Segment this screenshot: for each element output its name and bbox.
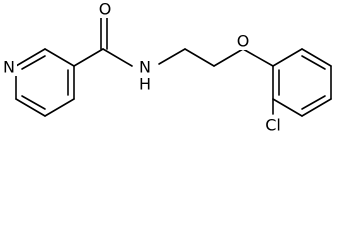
- bond: [213, 48, 244, 67]
- amide-group: [73, 15, 133, 67]
- bond: [44, 48, 75, 67]
- bond: [21, 55, 46, 70]
- bond: [44, 98, 75, 117]
- ethylene-linker: [158, 48, 244, 67]
- bond: [301, 98, 332, 117]
- bond: [301, 55, 326, 70]
- bond: [73, 48, 104, 67]
- bond: [272, 98, 303, 117]
- chlorine-label: Cl: [265, 116, 281, 135]
- bond: [184, 48, 215, 67]
- carbonyl-oxygen-label: O: [99, 0, 112, 19]
- pyridine-ring: [15, 48, 75, 117]
- bond: [15, 48, 46, 67]
- bond: [15, 98, 46, 117]
- structure-diagram: N O N H O Cl: [3, 0, 332, 135]
- amide-nitrogen-label: N: [139, 58, 151, 77]
- bond: [301, 48, 332, 67]
- bond: [272, 48, 303, 67]
- atom-labels: N O N H O Cl: [3, 0, 285, 135]
- amide-hydrogen-label: H: [139, 75, 151, 94]
- bond: [158, 48, 186, 65]
- bond: [102, 48, 133, 67]
- chlorophenyl-ring: [242, 48, 332, 117]
- bond: [242, 48, 274, 67]
- bond: [301, 95, 326, 110]
- pyridine-nitrogen-label: N: [3, 58, 15, 77]
- ether-oxygen-label: O: [237, 32, 250, 51]
- bond: [21, 95, 46, 110]
- molecule-drawing: N O N H O Cl: [3, 0, 332, 135]
